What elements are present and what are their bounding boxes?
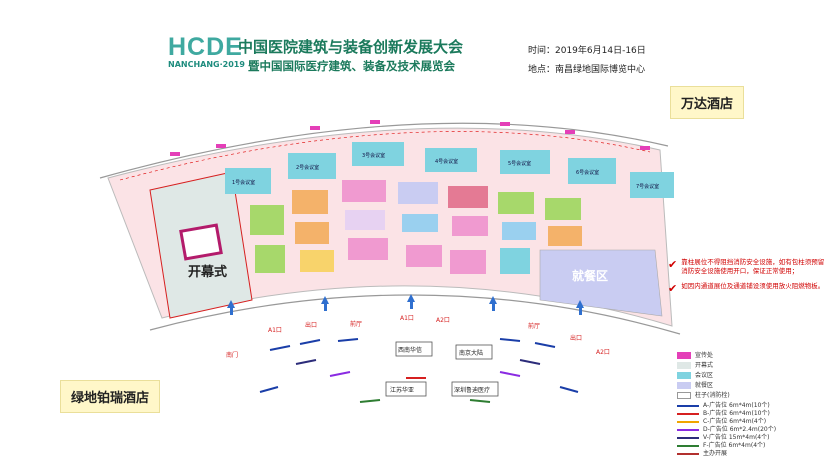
building-top-edge bbox=[99, 122, 669, 179]
opening-ceremony-area: 开幕式 bbox=[149, 171, 253, 319]
meeting-room-1 bbox=[225, 168, 271, 194]
logo-subtitle: NANCHANG·2019 bbox=[168, 60, 245, 69]
logo-mark: HCDE bbox=[168, 33, 243, 61]
booth-box-b bbox=[455, 344, 493, 360]
legend-item: A-广告位 6m*4m(10个) bbox=[677, 400, 770, 409]
legend-item: V-广告位 15m*4m(4个) bbox=[677, 432, 769, 441]
building-bottom-edge bbox=[149, 294, 681, 335]
notes-panel: ✔ 靠柱展位不得阻挡消防安全设施，如有包柱须预留消防安全设施使用开口，保证正常使… bbox=[668, 258, 828, 295]
promo-markers bbox=[170, 120, 650, 156]
booth-box-d bbox=[451, 381, 499, 397]
hotel-wanda: 万达酒店 bbox=[670, 86, 745, 119]
booth-d-label: 深圳鲁迪医疗 bbox=[454, 386, 490, 394]
meeting-room-3 bbox=[352, 142, 404, 166]
meeting-room-7-label: 7号会议室 bbox=[636, 183, 659, 190]
ad-positions bbox=[259, 338, 579, 403]
event-location: 地点：南昌绿地国际博览中心 bbox=[528, 65, 646, 75]
booth-box-c bbox=[385, 381, 427, 397]
meeting-room-4-label: 4号会议室 bbox=[435, 158, 458, 165]
event-time: 时间：2019年6月14日-16日 bbox=[528, 46, 646, 56]
exit-right-label: 出口 bbox=[570, 334, 582, 342]
entrance-arrows bbox=[227, 294, 584, 315]
entrance-a2-label: A2口 bbox=[596, 349, 610, 356]
meeting-room-5 bbox=[500, 150, 550, 174]
opening-ceremony-label: 开幕式 bbox=[188, 264, 227, 280]
booth-a-label: 西南华信 bbox=[398, 346, 422, 354]
meeting-room-1-label: 1号会议室 bbox=[232, 179, 255, 186]
meeting-room-2 bbox=[288, 153, 336, 179]
note-1: 靠柱展位不得阻挡消防安全设施，如有包柱须预留消防安全设施使用开口，保证正常使用； bbox=[681, 258, 825, 275]
legend-item: 会议区 bbox=[677, 370, 713, 379]
legend-item: 宣传处 bbox=[677, 350, 713, 359]
legend-item: 就餐区 bbox=[677, 380, 713, 389]
meeting-room-2-label: 2号会议室 bbox=[296, 164, 319, 171]
entrance-a2b-label: A2口 bbox=[436, 317, 450, 324]
check-icon: ✔ bbox=[668, 258, 678, 271]
hall-right-label: 前厅 bbox=[528, 322, 540, 330]
exit-left-label: 出口 bbox=[305, 321, 317, 329]
legend-item: B-广告位 6m*4m(10个) bbox=[677, 408, 770, 417]
legend-item: D-广告位 6m*2.4m(20个) bbox=[677, 424, 776, 433]
event-title: 中国医院建筑与装备创新发展大会 bbox=[238, 38, 464, 56]
legend-item: 柱子(消防栓) bbox=[677, 390, 730, 399]
entrance-a1b-label: A1口 bbox=[400, 315, 414, 322]
hall-left-label: 南门 bbox=[226, 351, 238, 359]
legend-item: 主办开展 bbox=[677, 448, 727, 457]
legend-item: F-广告位 6m*4m(4个) bbox=[677, 440, 765, 449]
hotel-greenland: 绿地铂瑞酒店 bbox=[60, 380, 161, 413]
dining-area-label: 就餐区 bbox=[572, 268, 608, 283]
booth-c-label: 江苏华亚 bbox=[390, 386, 414, 394]
booth-blocks bbox=[250, 180, 582, 274]
meeting-room-7 bbox=[630, 172, 674, 198]
meeting-room-6 bbox=[568, 158, 616, 184]
entrance-a1-label: A1口 bbox=[268, 327, 282, 334]
note-2: 如因内通道展位及通道铺设须使用放火阻燃物板。 bbox=[681, 282, 825, 290]
fire-lane-top bbox=[119, 131, 651, 181]
booth-b-label: 南京大陆 bbox=[459, 349, 483, 357]
booth-box-a bbox=[395, 341, 433, 357]
event-logo: HCDE NANCHANG·2019 bbox=[168, 33, 245, 74]
dining-area bbox=[539, 249, 663, 317]
meeting-room-5-label: 5号会议室 bbox=[508, 160, 531, 167]
meeting-room-6-label: 6号会议室 bbox=[576, 169, 599, 176]
check-icon: ✔ bbox=[668, 282, 678, 295]
legend-item: C-广告位 6m*4m(4个) bbox=[677, 416, 766, 425]
meeting-room-4 bbox=[425, 148, 477, 172]
hall-mid-label: 前厅 bbox=[350, 320, 362, 328]
meeting-room-3-label: 3号会议室 bbox=[362, 152, 385, 159]
event-subtitle: 暨中国国际医疗建筑、装备及技术展览会 bbox=[248, 59, 455, 73]
legend-item: 开幕式 bbox=[677, 360, 713, 369]
